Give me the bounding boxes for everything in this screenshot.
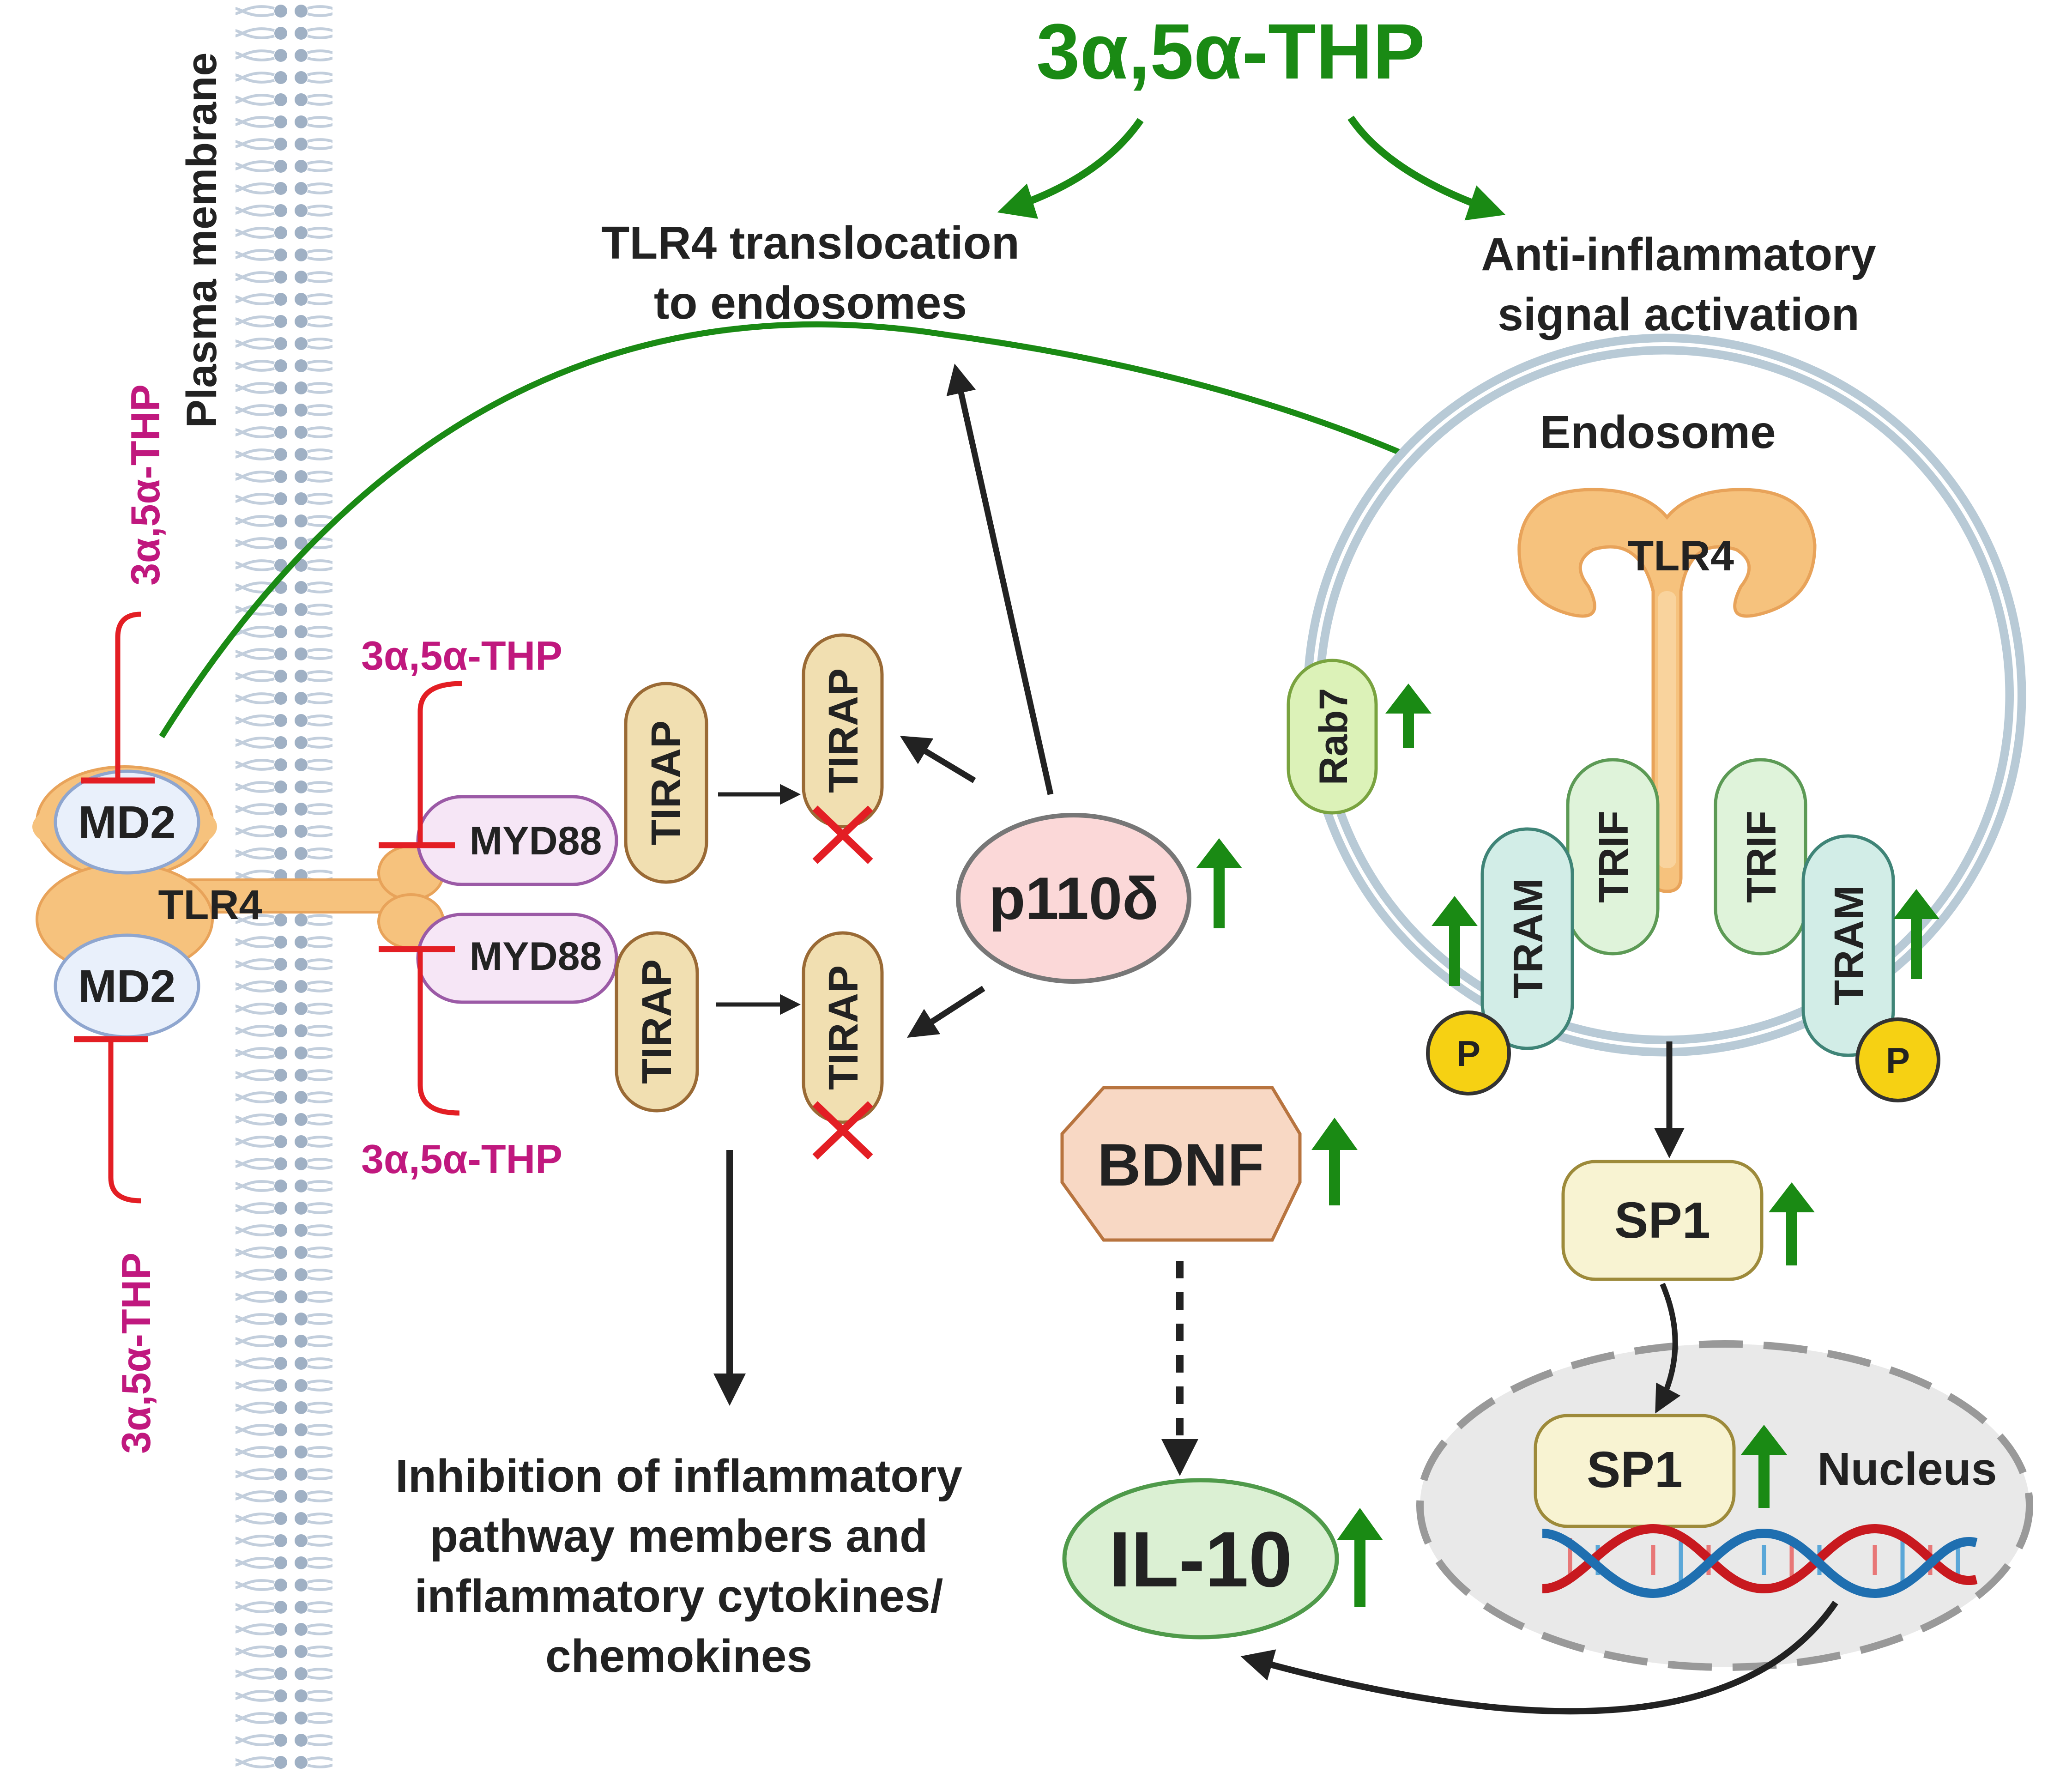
inhibition-line3: inflammatory cytokines/ xyxy=(415,1570,943,1622)
p110-delta-shape xyxy=(956,813,1191,984)
green-arc-tlr4-to-endosome xyxy=(159,321,1504,738)
tram-left-label: TRAM xyxy=(1505,878,1552,998)
il10-label: IL-10 xyxy=(1109,1516,1293,1604)
inhibition-line4: chemokines xyxy=(545,1630,812,1682)
endosome-tlr4-label: TLR4 xyxy=(1628,533,1734,580)
translocation-label-line2: to endosomes xyxy=(654,277,967,329)
dna-helix xyxy=(1542,1524,1978,1598)
thp-label-md2-top: 3α,5α-THP xyxy=(122,384,168,586)
il10-shape xyxy=(1062,1478,1339,1640)
green-arrow-to-translocation xyxy=(997,118,1144,219)
endosome-tlr4-shape xyxy=(1517,488,1817,893)
inhibitor-bracket-myd88-top xyxy=(417,681,462,845)
md2-top-label: MD2 xyxy=(78,797,175,848)
inhibitor-bracket-md2-bottom xyxy=(108,1039,141,1204)
arrow-sp1-into-nucleus xyxy=(1655,1283,1681,1414)
phospho-right-label: P xyxy=(1886,1040,1910,1081)
up-arrow-rab7 xyxy=(1385,684,1432,748)
bdnf-shape xyxy=(1060,1086,1302,1242)
red-x-bottom xyxy=(812,1101,873,1160)
myd88-top-label: MYD88 xyxy=(470,819,602,863)
green-arrow-to-anti-inflammatory xyxy=(1347,115,1506,221)
tirap-top-shape xyxy=(624,682,708,884)
md2-bottom-label: MD2 xyxy=(78,961,175,1012)
anti-inflammatory-label-line1: Anti-inflammatory xyxy=(1481,229,1876,280)
up-arrow-bdnf xyxy=(1311,1118,1358,1205)
sp1-cytoplasm-label: SP1 xyxy=(1614,1192,1710,1249)
up-arrow-il10 xyxy=(1337,1508,1383,1607)
trif-left-label: TRIF xyxy=(1591,811,1637,903)
tirap-inhibited-bottom-label: TIRAP xyxy=(821,965,867,1090)
thp-label-myd88-bottom: 3α,5α-THP xyxy=(361,1136,562,1182)
up-arrow-sp1-cytoplasm xyxy=(1769,1182,1815,1265)
tirap-bottom-shape xyxy=(615,931,699,1113)
inhibitor-bracket-md2-top xyxy=(115,611,141,781)
tirap-inhibited-top-label: TIRAP xyxy=(821,668,867,793)
arrow-p110-to-tirap-bottom xyxy=(907,986,985,1038)
sp1-nucleus-shape xyxy=(1534,1414,1736,1528)
trif-right-shape xyxy=(1714,758,1807,956)
up-arrow-sp1-nucleus xyxy=(1741,1425,1787,1508)
phospho-left-label: P xyxy=(1456,1033,1480,1074)
sp1-nucleus-label: SP1 xyxy=(1587,1441,1683,1498)
p110-delta-label: p110δ xyxy=(989,865,1159,932)
membrane-tlr4-label: TLR4 xyxy=(158,882,262,928)
up-arrow-tram-right xyxy=(1893,889,1939,979)
rab7-label: Rab7 xyxy=(1311,688,1356,785)
sp1-cytoplasm-shape xyxy=(1561,1160,1764,1281)
inhibition-line1: Inhibition of inflammatory xyxy=(395,1450,962,1502)
tirap-inhibited-top-shape xyxy=(802,633,884,829)
nucleus-label: Nucleus xyxy=(1817,1443,1997,1495)
tram-right-shape xyxy=(1801,834,1895,1057)
arrow-p110-to-translocation xyxy=(946,363,1054,795)
bdnf-label: BDNF xyxy=(1097,1131,1264,1198)
phospho-right-shape xyxy=(1855,1017,1940,1102)
inhibitor-bracket-myd88-bottom xyxy=(417,949,460,1116)
thp-label-myd88-top: 3α,5α-THP xyxy=(361,633,562,678)
thp-label-md2-bottom: 3α,5α-THP xyxy=(113,1253,159,1454)
tirap-inhibited-bottom-shape xyxy=(802,931,884,1124)
trif-right-label: TRIF xyxy=(1739,811,1785,903)
red-x-top xyxy=(812,805,873,864)
endosome-label: Endosome xyxy=(1540,406,1776,458)
anti-inflammatory-label-line2: signal activation xyxy=(1498,289,1860,340)
up-arrow-p110 xyxy=(1196,838,1242,928)
translocation-label-line1: TLR4 translocation xyxy=(601,217,1020,269)
arrow-nucleus-to-il10 xyxy=(1240,1601,1838,1715)
tirap-bottom-label: TIRAP xyxy=(634,959,680,1084)
md2-top-shape xyxy=(54,769,200,875)
tram-left-shape xyxy=(1480,827,1574,1050)
plasma-membrane-label: Plasma membrane xyxy=(178,52,225,428)
phospho-left-shape xyxy=(1426,1011,1511,1095)
up-arrow-tram-left xyxy=(1432,896,1478,986)
inhibition-line2: pathway members and xyxy=(430,1510,928,1562)
main-thp-label: 3α,5α-THP xyxy=(1036,8,1425,96)
arrow-p110-to-tirap-top xyxy=(900,736,976,783)
myd88-bottom-label: MYD88 xyxy=(470,934,602,979)
rab7-shape xyxy=(1287,659,1378,815)
tirap-top-label: TIRAP xyxy=(643,720,689,845)
tram-right-label: TRAM xyxy=(1826,885,1873,1005)
